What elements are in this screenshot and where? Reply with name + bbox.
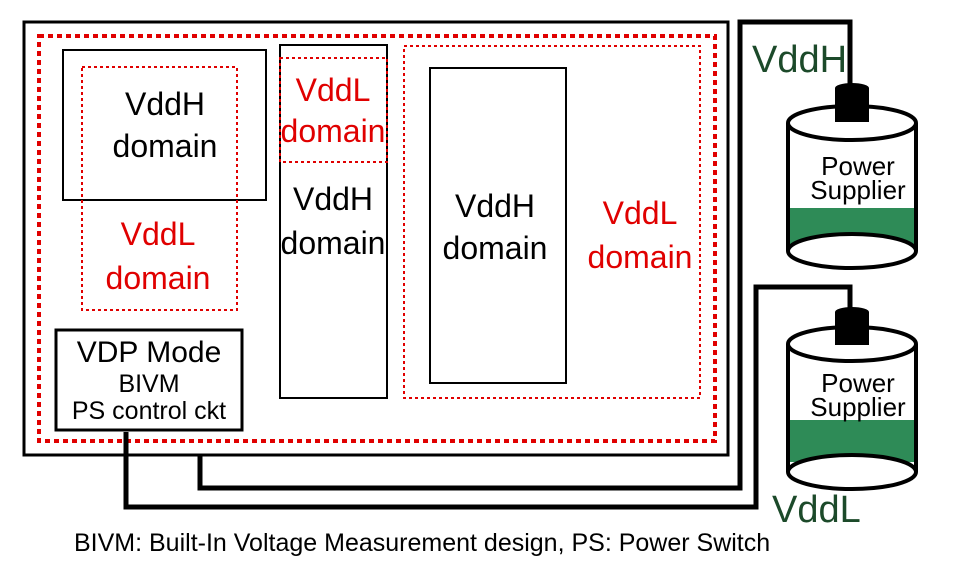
middle-vddh-label-1: VddH bbox=[293, 181, 373, 217]
power-supplier-bottom: Power Supplier bbox=[786, 307, 918, 491]
middle-vddh-label-2: domain bbox=[281, 225, 386, 261]
vdp-mode-block bbox=[54, 328, 244, 432]
supplier-bottom-terminal bbox=[835, 312, 869, 345]
supplier-bottom-label-1: Power bbox=[821, 368, 895, 398]
vddl-rail-label: VddL bbox=[772, 489, 861, 531]
middle-vddl-label-1: VddL bbox=[296, 72, 371, 108]
supplier-top-label-1: Power bbox=[821, 151, 895, 181]
vdp-mode-title: VDP Mode bbox=[77, 336, 222, 369]
middle-vddh-block bbox=[279, 44, 388, 399]
right-vddh-label-2: domain bbox=[443, 230, 548, 266]
left-vddl-label-1: VddL bbox=[121, 216, 196, 252]
left-vddl-label-2: domain bbox=[106, 260, 211, 296]
middle-vddl-block bbox=[279, 57, 388, 163]
right-vddl-label-2: domain bbox=[588, 239, 693, 275]
supplier-top-terminal bbox=[835, 88, 869, 122]
outer-vddl-region bbox=[37, 34, 717, 443]
power-supplier-top: Power Supplier bbox=[786, 83, 918, 270]
vddh-wire bbox=[197, 19, 853, 491]
supplier-bottom-label-2: Supplier bbox=[810, 392, 906, 422]
vdp-ps-control-label: PS control ckt bbox=[72, 397, 226, 425]
left-vddh-label-1: VddH bbox=[125, 86, 205, 122]
right-vddl-label-1: VddL bbox=[603, 195, 678, 231]
caption: BIVM: Built-In Voltage Measurement desig… bbox=[74, 529, 770, 557]
right-vddh-block bbox=[429, 67, 567, 384]
middle-vddl-label-2: domain bbox=[281, 113, 386, 149]
vddh-rail-label: VddH bbox=[752, 39, 847, 81]
vdp-bivm-label: BIVM bbox=[118, 370, 179, 398]
left-vddl-block bbox=[81, 66, 238, 311]
vddl-wire bbox=[123, 284, 853, 510]
left-vddh-label-2: domain bbox=[113, 128, 218, 164]
right-vddh-label-1: VddH bbox=[455, 188, 535, 224]
left-vddh-block bbox=[62, 49, 267, 201]
supplier-top-label-2: Supplier bbox=[810, 175, 906, 205]
chip-outline bbox=[22, 20, 730, 457]
